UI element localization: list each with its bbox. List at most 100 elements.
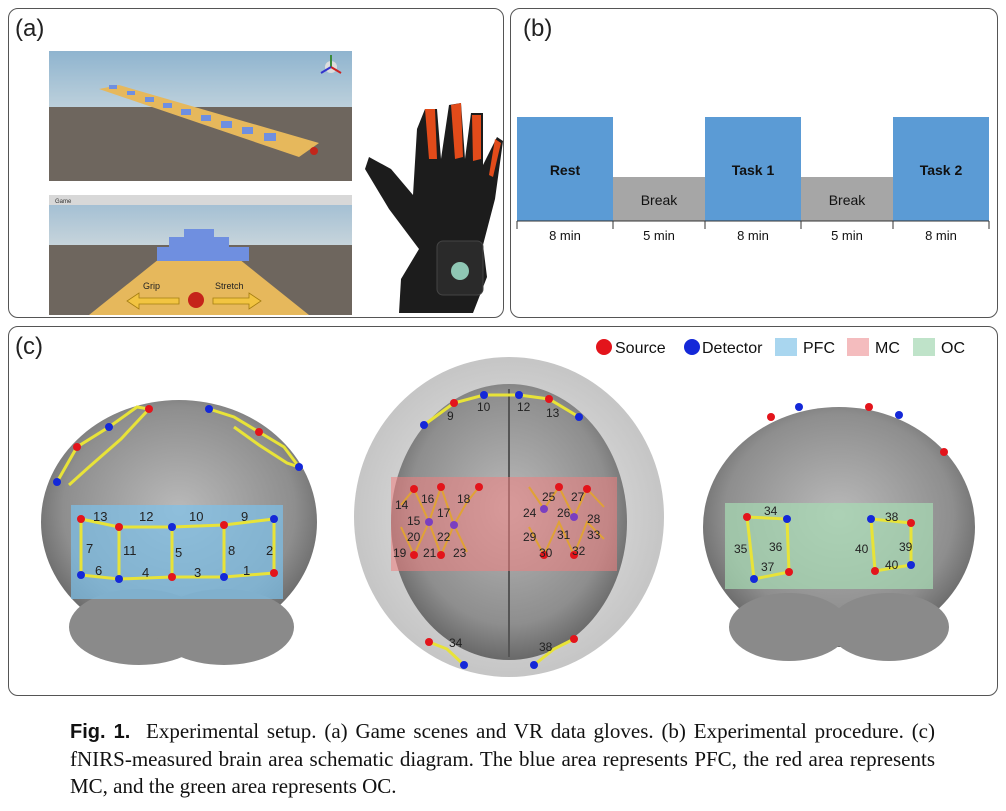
- svg-text:11: 11: [123, 543, 137, 558]
- back-channel-labels: 34 35 36 37 38 39 40 40: [734, 504, 913, 574]
- back-optodes: [743, 403, 948, 583]
- svg-text:33: 33: [587, 528, 601, 542]
- segment-break-1-label: Break: [641, 192, 679, 208]
- svg-text:37: 37: [761, 560, 775, 574]
- svg-text:29: 29: [523, 530, 537, 544]
- caption-text: Experimental setup. (a) Game scenes and …: [70, 719, 935, 798]
- grip-arrow: Grip: [126, 281, 180, 310]
- svg-text:6: 6: [95, 563, 102, 578]
- duration-break-1: 5 min: [643, 228, 675, 243]
- svg-text:15: 15: [407, 514, 421, 528]
- svg-text:8: 8: [228, 543, 235, 558]
- svg-text:9: 9: [241, 509, 248, 524]
- svg-text:24: 24: [523, 506, 537, 520]
- svg-text:16: 16: [421, 492, 435, 506]
- svg-text:28: 28: [587, 512, 601, 526]
- svg-text:19: 19: [393, 546, 407, 560]
- game-scenes-figure: Game Grip Stretch: [49, 51, 503, 315]
- grip-label: Grip: [143, 281, 160, 291]
- panel-c: (c) Source Detector PFC MC OC: [8, 326, 998, 696]
- segment-task-1: [705, 117, 801, 221]
- legend-oc-swatch: [913, 338, 935, 356]
- front-optodes: [53, 405, 303, 583]
- duration-break-2: 5 min: [831, 228, 863, 243]
- stretch-arrow: Stretch: [212, 281, 262, 310]
- panel-b-label: (b): [523, 15, 553, 42]
- svg-text:27: 27: [571, 490, 585, 504]
- svg-text:7: 7: [86, 541, 93, 556]
- svg-text:1: 1: [243, 563, 250, 578]
- svg-text:3: 3: [194, 565, 201, 580]
- legend-pfc-label: PFC: [803, 340, 835, 357]
- svg-text:31: 31: [557, 528, 571, 542]
- duration-task-1: 8 min: [737, 228, 769, 243]
- figure-caption: Fig. 1. Experimental setup. (a) Game sce…: [70, 718, 935, 800]
- vr-glove-image: [365, 103, 503, 313]
- duration-rest: 8 min: [549, 228, 581, 243]
- legend-pfc-swatch: [775, 338, 797, 356]
- segment-rest: [517, 117, 613, 221]
- segment-task-1-label: Task 1: [732, 162, 775, 178]
- svg-text:30: 30: [539, 546, 553, 560]
- game-scene-bottom: Game Grip Stretch: [49, 195, 352, 315]
- svg-text:39: 39: [899, 540, 913, 554]
- svg-text:38: 38: [885, 510, 899, 524]
- figure-number: Fig. 1.: [70, 721, 131, 743]
- segment-break-1: [613, 177, 705, 221]
- segment-task-2: [893, 117, 989, 221]
- legend-source-marker: [596, 339, 612, 355]
- gizmo-icon: [320, 55, 342, 74]
- front-channel-labels: 13 12 10 9 7 11 5 8 2 6 4 3 1: [86, 509, 273, 580]
- segment-rest-label: Rest: [550, 162, 581, 178]
- svg-text:21: 21: [423, 546, 437, 560]
- brain-areas-figure: Source Detector PFC MC OC: [41, 338, 975, 677]
- svg-text:14: 14: [395, 498, 409, 512]
- svg-text:17: 17: [437, 506, 451, 520]
- ball-icon: [188, 292, 204, 308]
- legend-source-label: Source: [615, 340, 666, 357]
- legend: Source Detector PFC MC OC: [596, 338, 965, 357]
- svg-text:10: 10: [189, 509, 203, 524]
- panel-a-label: (a): [15, 15, 45, 42]
- legend-oc-label: OC: [941, 340, 965, 357]
- top-optodes: [410, 391, 591, 669]
- svg-text:40: 40: [855, 542, 869, 556]
- legend-mc-label: MC: [875, 340, 900, 357]
- brain-front-view: 13 12 10 9 7 11 5 8 2 6 4 3 1: [41, 400, 317, 665]
- svg-text:35: 35: [734, 542, 748, 556]
- segment-break-2: [801, 177, 893, 221]
- svg-text:10: 10: [477, 400, 491, 414]
- brain-back-view: 34 35 36 37 38 39 40 40: [703, 403, 975, 661]
- legend-mc-swatch: [847, 338, 869, 356]
- svg-text:13: 13: [546, 406, 560, 420]
- svg-text:22: 22: [437, 530, 451, 544]
- svg-text:36: 36: [769, 540, 783, 554]
- svg-text:32: 32: [572, 544, 586, 558]
- legend-detector-label: Detector: [702, 340, 763, 357]
- svg-text:12: 12: [139, 509, 153, 524]
- svg-text:38: 38: [539, 640, 553, 654]
- game-window-title: Game: [55, 199, 72, 205]
- game-scene-top: [49, 51, 352, 181]
- svg-text:40: 40: [885, 558, 899, 572]
- svg-text:25: 25: [542, 490, 556, 504]
- svg-text:2: 2: [266, 543, 273, 558]
- segment-break-2-label: Break: [829, 192, 867, 208]
- svg-text:34: 34: [449, 636, 463, 650]
- svg-text:18: 18: [457, 492, 471, 506]
- svg-text:26: 26: [557, 506, 571, 520]
- svg-text:4: 4: [142, 565, 149, 580]
- panel-a: (a): [8, 8, 504, 318]
- svg-text:9: 9: [447, 409, 454, 423]
- svg-text:12: 12: [517, 400, 531, 414]
- procedure-timeline: Rest Break Task 1 Break Task 2 8 min 5 m…: [516, 117, 990, 243]
- panel-c-label: (c): [15, 333, 43, 360]
- svg-text:23: 23: [453, 546, 467, 560]
- svg-text:13: 13: [93, 509, 107, 524]
- duration-task-2: 8 min: [925, 228, 957, 243]
- stretch-label: Stretch: [215, 281, 244, 291]
- svg-text:34: 34: [764, 504, 778, 518]
- svg-text:5: 5: [175, 545, 182, 560]
